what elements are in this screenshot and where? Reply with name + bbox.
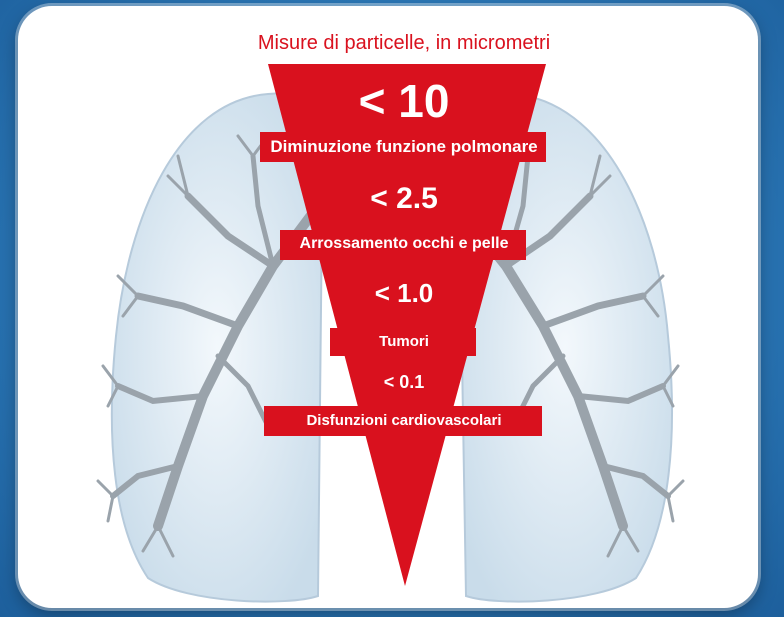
- infographic-card: Misure di particelle, in micrometri < 10…: [18, 6, 758, 608]
- size-label-2-5: < 2.5: [370, 182, 438, 216]
- effect-label-lung-function: Diminuzione funzione polmonare: [270, 137, 537, 157]
- size-label-10: < 10: [359, 74, 450, 128]
- size-label-0-1: < 0.1: [384, 372, 425, 393]
- effect-label-cardiovascular: Disfunzioni cardiovascolari: [306, 412, 501, 429]
- effect-label-tumors: Tumori: [379, 333, 429, 350]
- effect-label-eyes-skin: Arrossamento occhi e pelle: [300, 235, 509, 253]
- chart-title: Misure di particelle, in micrometri: [258, 32, 550, 55]
- size-label-1-0: < 1.0: [375, 278, 434, 309]
